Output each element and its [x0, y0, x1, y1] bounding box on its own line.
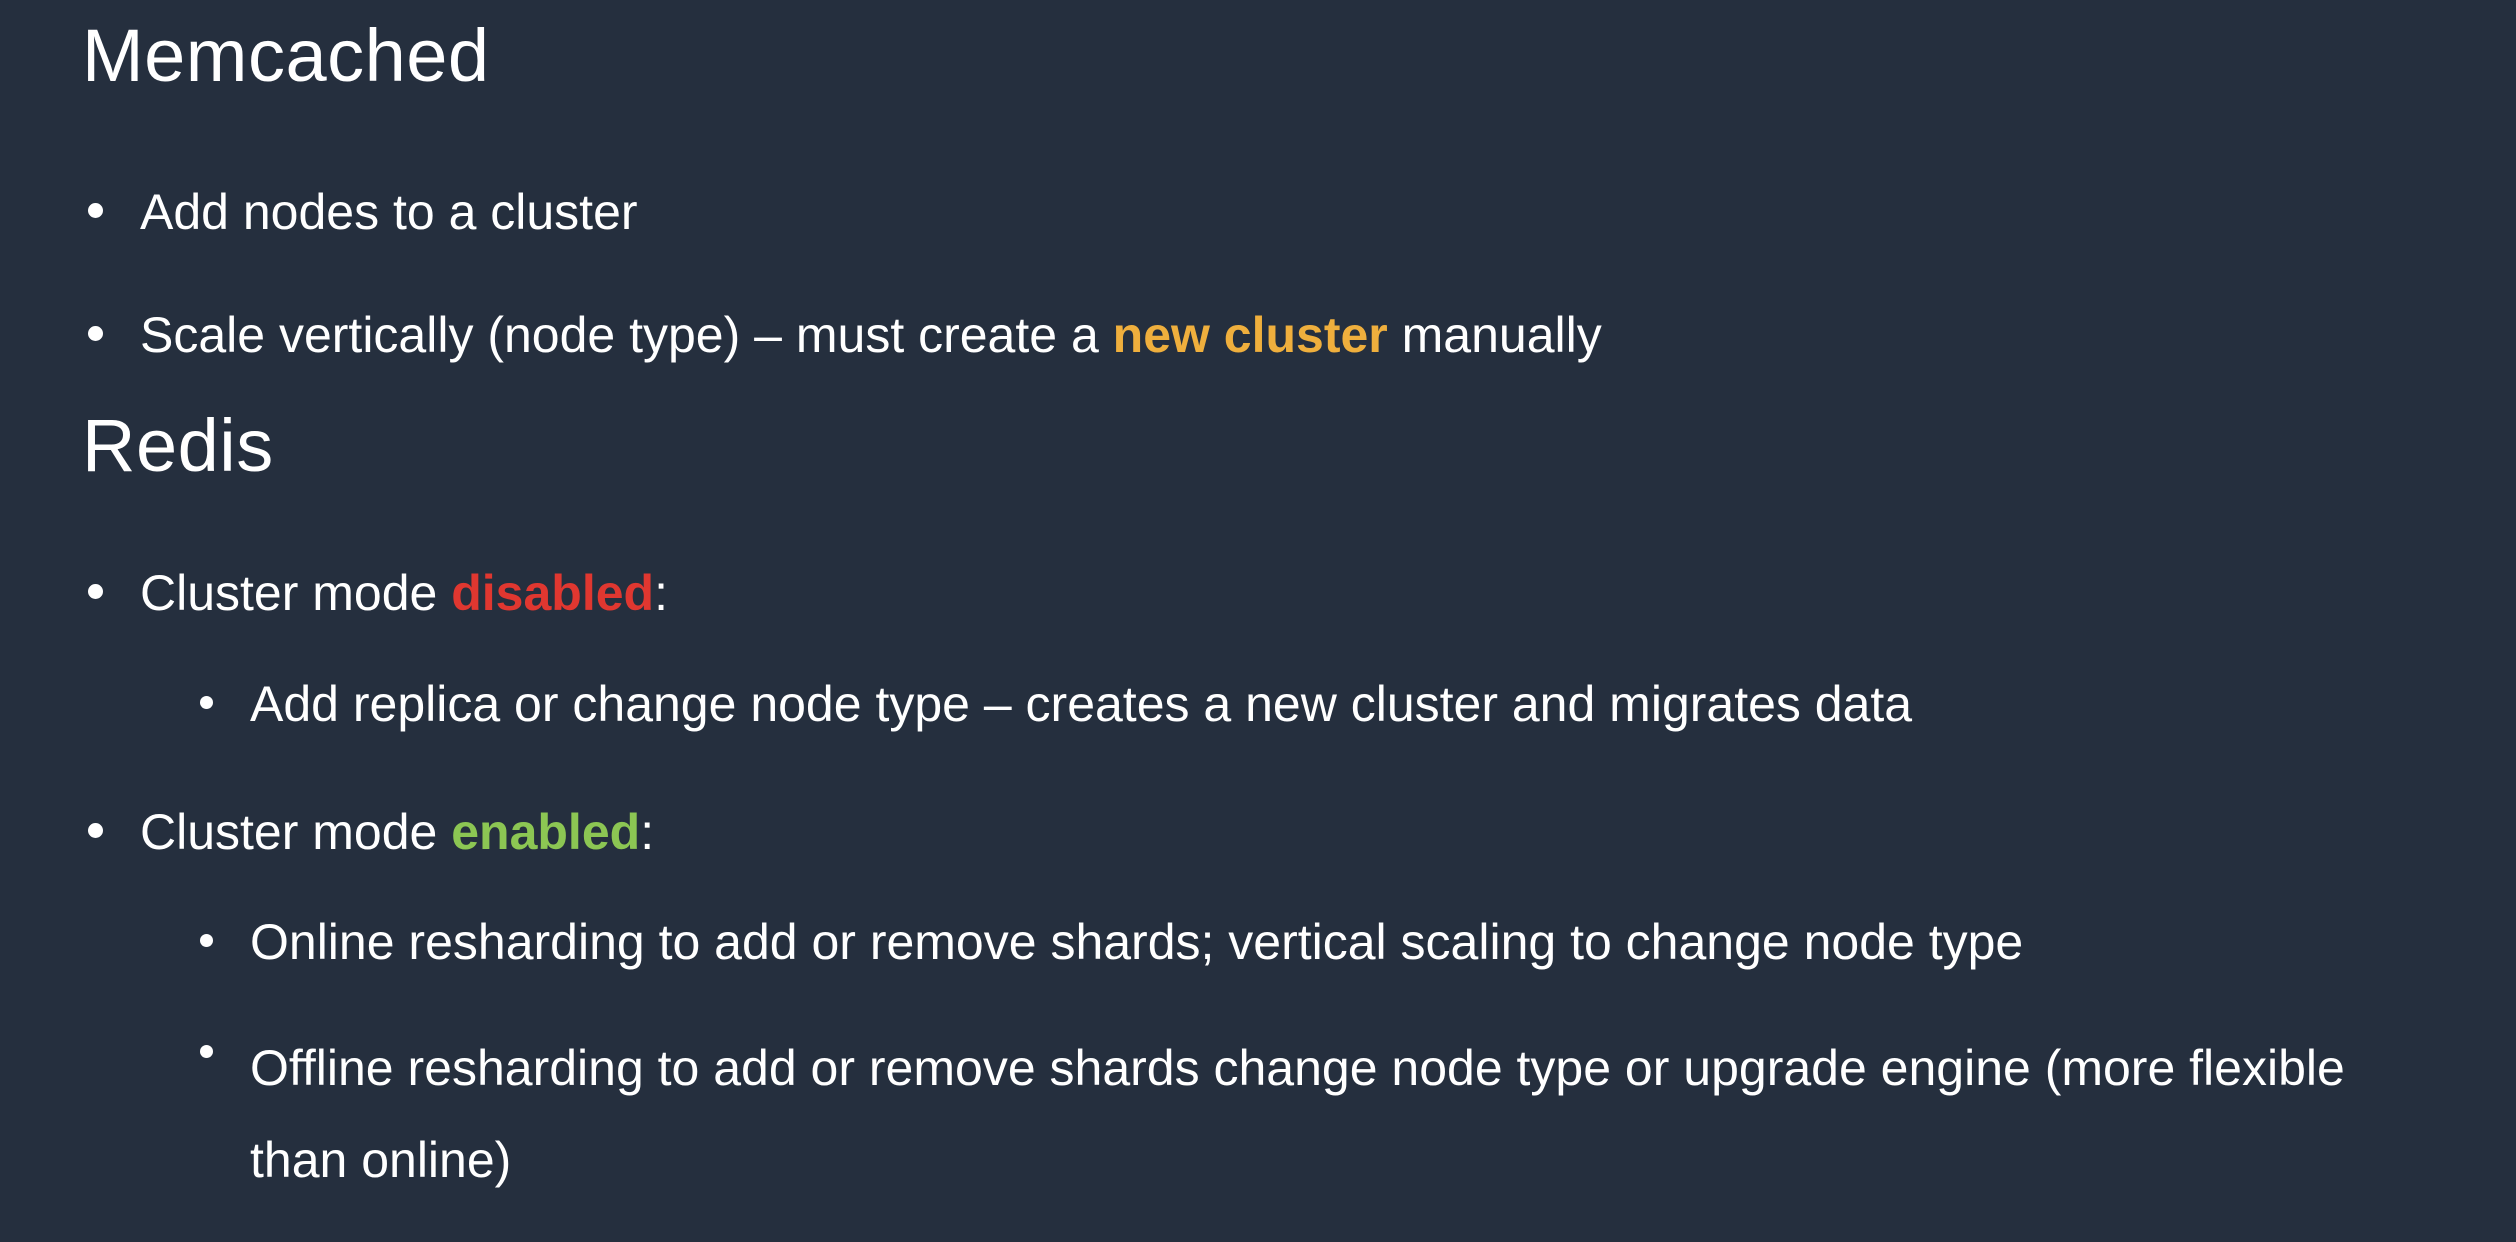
section-heading-memcached: Memcached [82, 14, 490, 97]
section-heading-redis: Redis [82, 404, 274, 487]
subbullet-online-resharding: Online resharding to add or remove shard… [200, 911, 2023, 974]
subbullet-offline-resharding-text: Offline resharding to add or remove shar… [250, 1040, 2345, 1188]
subbullet-online-resharding-text: Online resharding to add or remove shard… [250, 914, 2024, 970]
bullet-disabled-pre: Cluster mode [140, 565, 452, 621]
bullet-dot [200, 1045, 213, 1058]
bullet-enabled-post: : [640, 804, 655, 860]
bullet-cluster-mode-disabled-text: Cluster mode disabled: [140, 562, 668, 625]
highlight-disabled: disabled [451, 565, 655, 621]
bullet-add-nodes-text: Add nodes to a cluster [140, 184, 638, 240]
bullet-dot [88, 326, 103, 341]
bullet-add-nodes: Add nodes to a cluster [88, 181, 638, 244]
highlight-new-cluster: new cluster [1112, 307, 1388, 363]
bullet-scale-post: manually [1387, 307, 1602, 363]
bullet-cluster-mode-disabled: Cluster mode disabled: [88, 562, 668, 625]
bullet-cluster-mode-enabled: Cluster mode enabled: [88, 801, 654, 864]
bullet-scale-pre: Scale vertically (node type) – must crea… [140, 307, 1113, 363]
bullet-dot [88, 584, 103, 599]
subbullet-offline-resharding: Offline resharding to add or remove shar… [200, 1022, 2410, 1206]
bullet-disabled-post: : [654, 565, 668, 621]
bullet-scale-vertically: Scale vertically (node type) – must crea… [88, 304, 1602, 367]
bullet-dot [200, 934, 213, 947]
subbullet-add-replica-text: Add replica or change node type – create… [250, 676, 1913, 732]
bullet-dot [88, 823, 103, 838]
bullet-scale-vertically-text: Scale vertically (node type) – must crea… [140, 304, 1602, 367]
bullet-cluster-mode-enabled-text: Cluster mode enabled: [140, 801, 654, 864]
highlight-enabled: enabled [451, 804, 641, 860]
bullet-enabled-pre: Cluster mode [140, 804, 452, 860]
bullet-dot [200, 696, 213, 709]
subbullet-add-replica: Add replica or change node type – create… [200, 673, 1912, 736]
bullet-dot [88, 203, 103, 218]
